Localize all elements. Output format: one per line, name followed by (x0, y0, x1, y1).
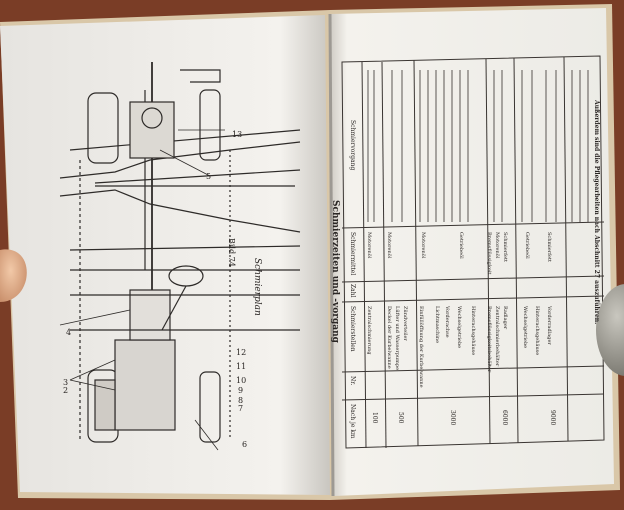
exhaust-pipe (94, 169, 301, 184)
header-divider (361, 61, 367, 449)
row-mittel-12: Schmierfett (502, 232, 508, 262)
header-stellen: Schmierstellen (349, 306, 356, 352)
row-mittel-1: Motorenöl (366, 232, 372, 259)
col-divider-4 (341, 275, 605, 283)
differential-housing (141, 107, 163, 129)
row-stelle-9: Hinterachsgehäuse (470, 306, 476, 356)
row-mittel-15: Schmierfett (546, 232, 552, 262)
frame-rail-lower (59, 189, 301, 233)
callout-5: 5 (206, 172, 212, 181)
header-nr: Nr. (349, 376, 356, 386)
steering-column (161, 285, 187, 331)
row-mittel-5: Motorenöl (420, 232, 426, 259)
row-stelle-10: Bremsflüssigkeitsbehälter (486, 306, 492, 373)
km-3000: 3000 (449, 410, 456, 426)
row-stelle-4: Zündverteiler (402, 306, 408, 341)
frame-rail-upper (59, 141, 301, 179)
chassis-diagram (59, 62, 301, 443)
book-gutter (328, 13, 335, 497)
row-mittel-10: Bremsflüssigkeit (486, 232, 492, 275)
group-divider-1 (381, 61, 387, 449)
callout-8: 8 (238, 396, 244, 405)
group-divider-3 (485, 58, 491, 445)
group-divider-2 (413, 59, 419, 447)
header-zahl: Zahl (349, 284, 356, 298)
table-title: Schmierzeiten und -vorgang (330, 200, 340, 343)
row-stelle-7: Vorderachse (444, 306, 450, 338)
metal-disc (596, 284, 624, 376)
callout-6: 6 (242, 440, 248, 449)
km-9000: 9000 (549, 410, 556, 426)
callout-9: 9 (238, 386, 244, 395)
km-500: 500 (397, 412, 404, 424)
wheel-rear-bottom (199, 371, 221, 443)
row-mittel-8: Getriebeöl (458, 232, 464, 259)
figure-label: Bild 74 (227, 238, 236, 267)
callout-4: 4 (66, 328, 72, 337)
callout-3: 3 (63, 378, 69, 387)
row-stelle-12: Radlager (502, 306, 508, 330)
radiator (94, 379, 116, 431)
engine-block (114, 339, 176, 431)
row-stelle-8: Wechselgetriebe (456, 306, 462, 349)
callout-2: 2 (63, 386, 69, 395)
row-stelle-3: Lüfter und Wasserpumpe (394, 306, 400, 371)
callout-leaders (59, 129, 225, 451)
frame-rail-rear (69, 245, 301, 251)
frame-rail-front (69, 129, 301, 151)
group-divider-5 (563, 56, 569, 442)
callout-12: 12 (236, 348, 247, 357)
row-stelle-6: Lichtmaschine (434, 306, 440, 344)
callout-11: 11 (236, 362, 247, 371)
fuel-filler (180, 69, 221, 83)
km-100: 100 (371, 412, 378, 424)
row-mittel-11: Motorenöl (494, 232, 500, 259)
wheel-rear-top (199, 89, 221, 161)
callout-10: 10 (236, 376, 247, 385)
header-km: Nach je km (349, 404, 356, 439)
row-mittel-13: Getriebeöl (524, 232, 530, 259)
row-stelle-14: Hinterachsgehäuse (534, 306, 540, 356)
thumb (0, 249, 27, 302)
km-6000: 6000 (501, 410, 508, 426)
col-divider-5 (341, 221, 605, 229)
row-stelle-15: Vorderradlager (546, 306, 552, 345)
right-page (330, 8, 614, 496)
lube-table (341, 55, 605, 449)
col-divider-3 (341, 295, 605, 303)
group-divider-4 (513, 57, 519, 444)
description-text-lines (367, 70, 589, 222)
header-vorgang: Schmiervorgang (349, 120, 356, 171)
row-stelle-2: Deckel der Kurbelwanne (386, 306, 392, 369)
diagram-caption: Schmierplan (252, 258, 262, 316)
table-footer: Außerdem sind die Pflegearbeiten nach Ab… (593, 100, 600, 325)
row-stelle-5: Einfüllöffnung der Kurbelwanne (418, 306, 424, 388)
row-stelle-1: Zentralschmierung (366, 306, 372, 355)
wheel-front-top (87, 92, 119, 164)
callout-13: 13 (232, 130, 243, 139)
callout-7: 7 (238, 404, 244, 413)
header-mittel: Schmiermittel (349, 232, 356, 276)
gearbox (129, 289, 171, 341)
row-mittel-2: Motorenöl (386, 232, 392, 259)
row-stelle-13: Wechselgetriebe (522, 306, 528, 349)
row-stelle-11: Zentralschmierbehälter (494, 306, 500, 367)
rear-differential (129, 101, 175, 159)
